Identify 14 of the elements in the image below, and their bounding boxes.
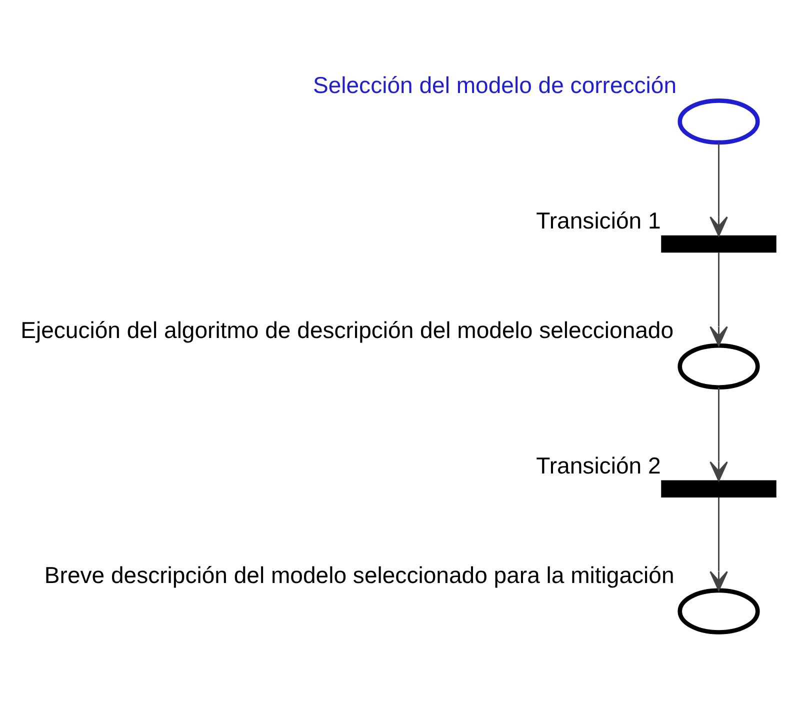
node-circle <box>678 588 760 634</box>
node-circle <box>678 98 760 145</box>
arrow <box>710 388 728 482</box>
node-circle <box>678 343 760 390</box>
node-label: Breve descripción del modelo seleccionado para la mitigación <box>44 562 674 588</box>
node-label: Transición 2 <box>536 452 661 478</box>
node-bar <box>661 480 776 498</box>
arrow <box>710 142 728 236</box>
node-bar <box>661 235 776 253</box>
arrow <box>710 252 728 346</box>
node-label: Selección del modelo de corrección <box>312 72 677 98</box>
node-label: Transición 1 <box>536 208 661 234</box>
arrow <box>710 497 728 592</box>
node-label: Ejecución del algoritmo de descripción del modelo seleccionado <box>20 317 674 344</box>
